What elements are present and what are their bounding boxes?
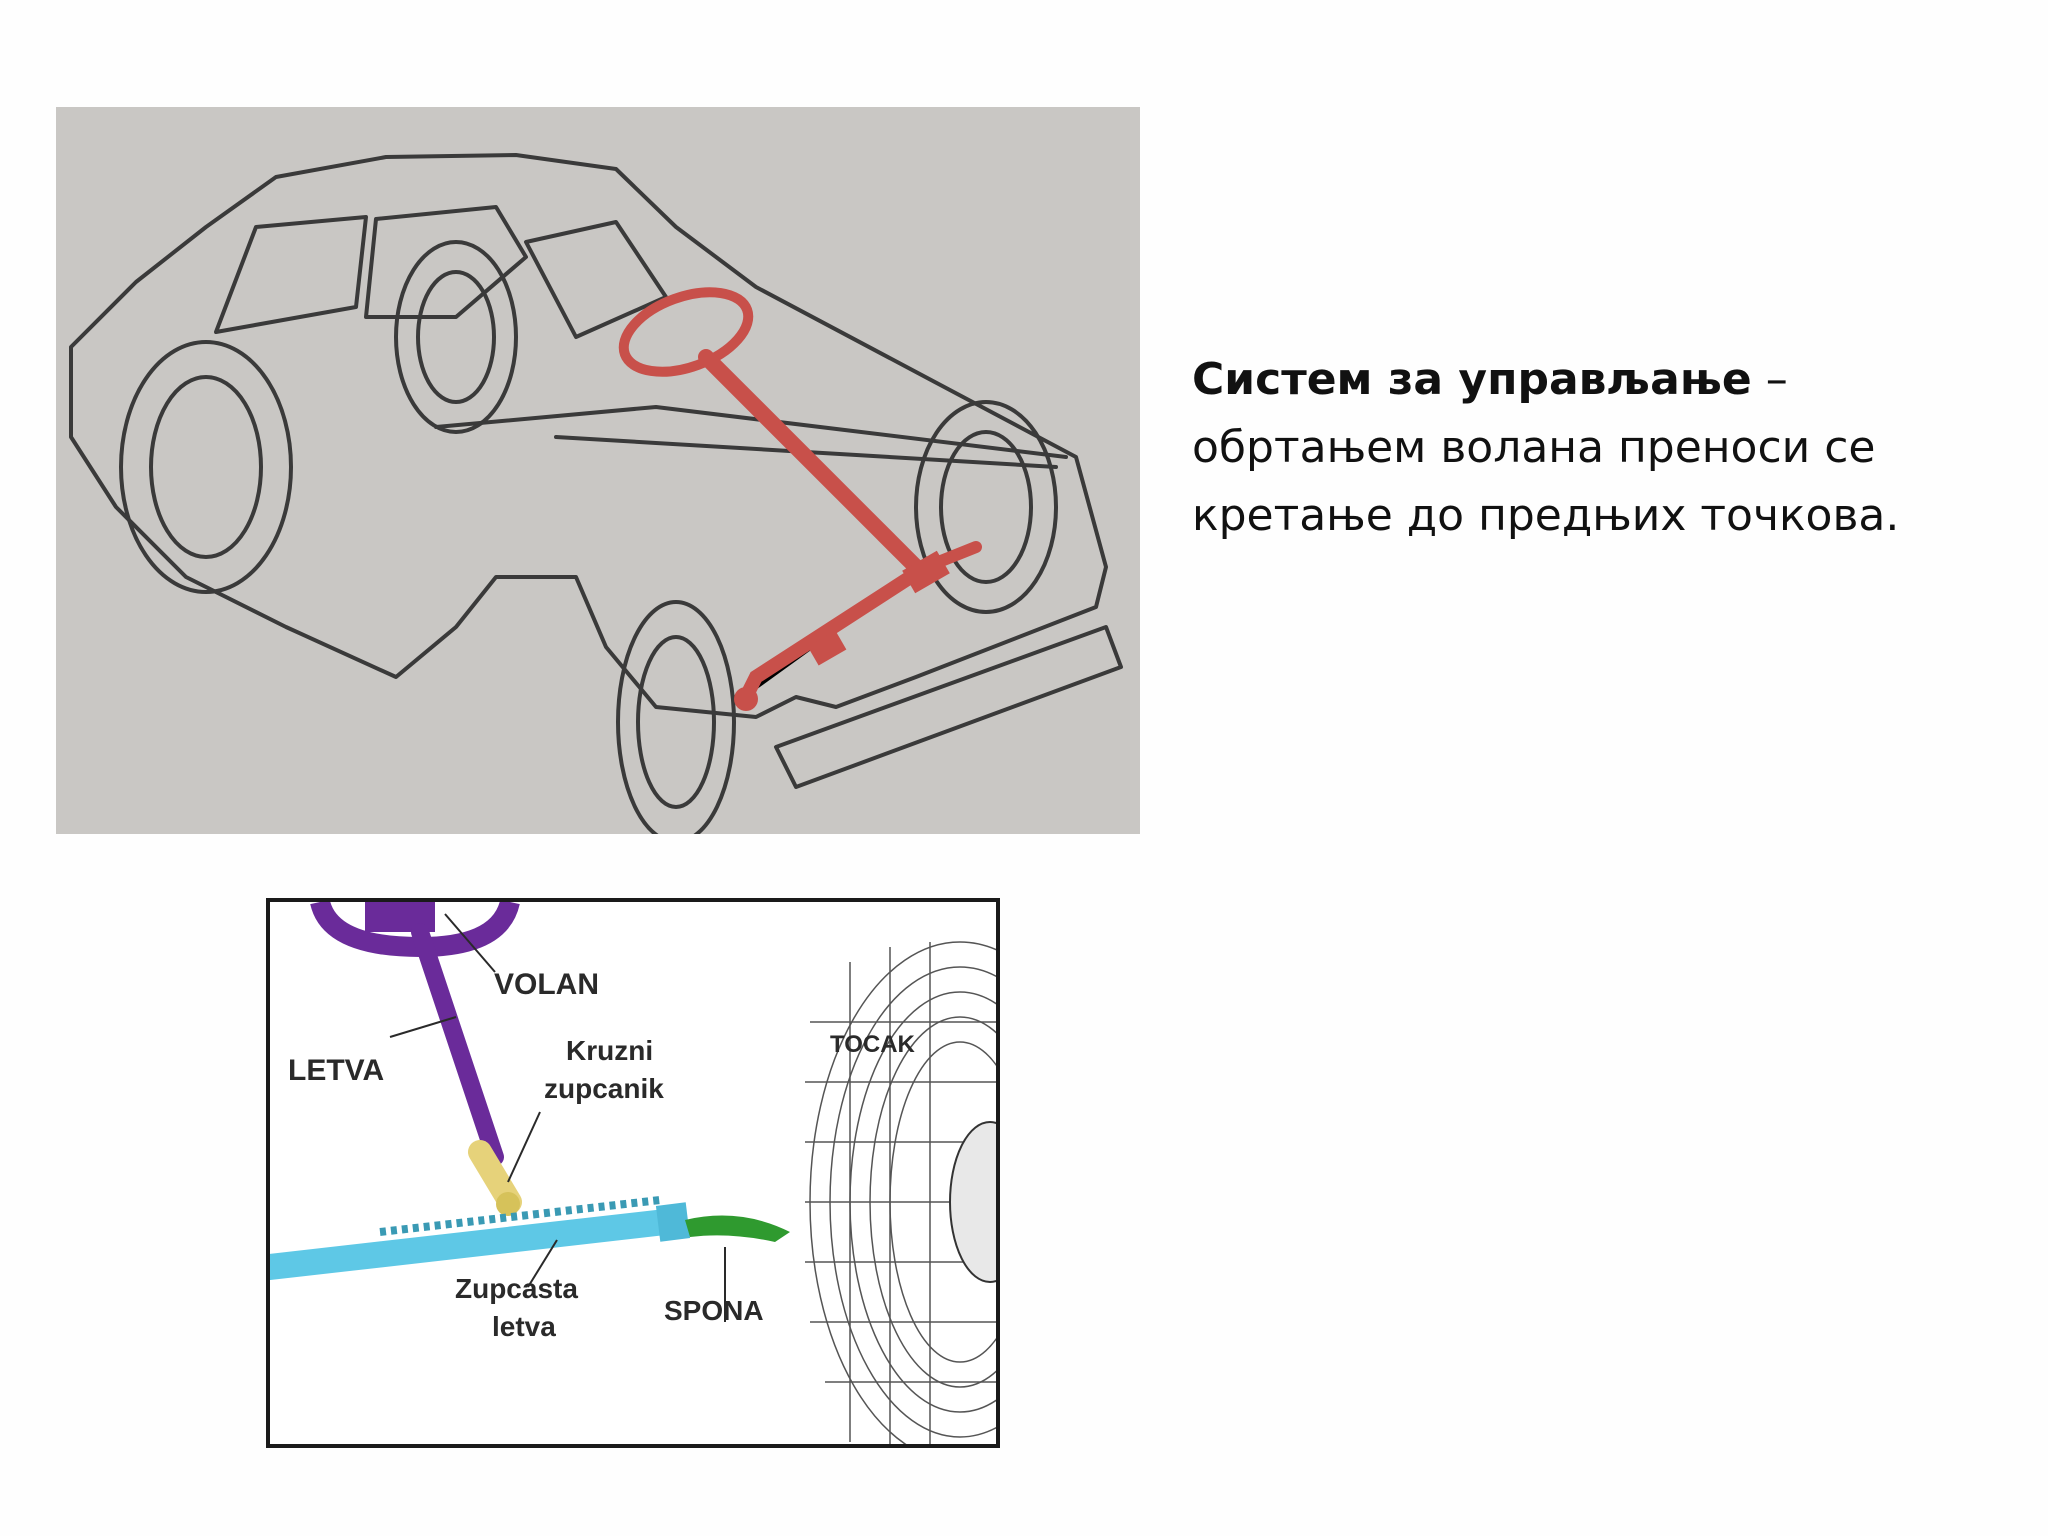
car-drawing xyxy=(69,153,1123,834)
description-body: обртањем волана преноси се кретање до пр… xyxy=(1192,422,1900,541)
label-tocak: TOCAK xyxy=(830,1031,916,1058)
label-letva: LETVA xyxy=(288,1054,384,1087)
steering-system-highlight xyxy=(618,287,982,711)
label-kruzni-line2: zupcanik xyxy=(544,1073,664,1104)
label-volan: VOLAN xyxy=(494,968,599,1001)
wheel-wireframe xyxy=(805,941,996,1444)
description-title: Систем за управљање xyxy=(1192,354,1752,405)
label-spona: SPONA xyxy=(664,1295,764,1326)
rack-and-pinion-diagram: VOLAN LETVA Kruzni zupcanik TOCAK Zupcas… xyxy=(266,898,1000,1448)
description-dash: – xyxy=(1751,354,1788,405)
label-zupcasta-line2: letva xyxy=(492,1311,556,1342)
rack-pinion-drawing: VOLAN LETVA Kruzni zupcanik TOCAK Zupcas… xyxy=(270,902,996,1444)
label-kruzni-line1: Kruzni xyxy=(566,1035,653,1066)
steering-description: Систем за управљање – обртањем волана пр… xyxy=(1192,346,1992,550)
car-steering-illustration xyxy=(56,107,1140,834)
label-zupcasta-line1: Zupcasta xyxy=(455,1273,578,1304)
